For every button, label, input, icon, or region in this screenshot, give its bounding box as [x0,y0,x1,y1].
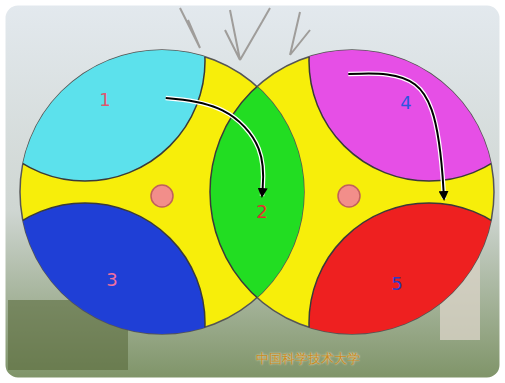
region-number: 3 [106,271,117,289]
red-region: 5 [306,205,496,337]
blue-region: 3 [20,205,215,337]
region-fill [309,0,505,181]
centre-dot [151,185,173,207]
region-fill [0,0,205,181]
arrow-halo [348,74,444,199]
region-shape [306,48,496,180]
tree-branches [180,8,310,60]
region-number: 2 [256,203,267,221]
arrow-halo [166,98,264,196]
overlap-region: 2 [210,86,304,298]
flow-arrow [166,98,264,196]
arrow-line [348,74,444,199]
region-number: 4 [400,94,411,112]
region-shape [20,48,215,180]
cyan-region: 1 [20,48,215,180]
region-shape [210,86,304,298]
watermark: 中国科学技术大学 [256,352,360,365]
region-fill [0,203,205,383]
magenta-region: 4 [306,48,496,180]
arrow-line [166,98,264,196]
flow-arrow [348,74,444,199]
region-number: 5 [391,275,402,293]
photo-frame [4,4,501,379]
centre-dot [338,185,360,207]
region-shape [306,205,496,337]
region-number: 1 [99,91,110,109]
